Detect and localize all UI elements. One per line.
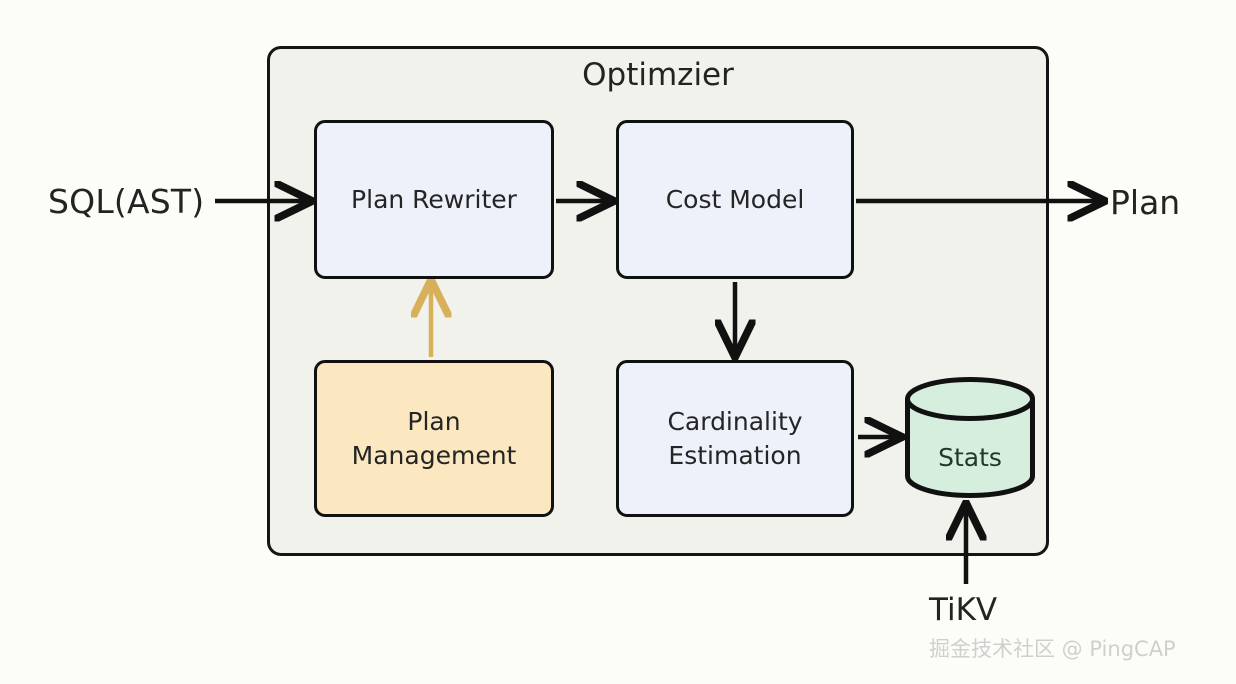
node-cardinality-label-line2: Estimation: [668, 440, 802, 470]
node-plan-rewriter[interactable]: Plan Rewriter: [314, 120, 554, 279]
node-cardinality-estimation[interactable]: Cardinality Estimation: [616, 360, 854, 517]
output-label-plan: Plan: [1110, 183, 1181, 222]
node-plan-management-label: Plan Management: [352, 405, 517, 472]
node-plan-management[interactable]: Plan Management: [314, 360, 554, 517]
node-plan-management-label-line1: Plan: [407, 407, 461, 436]
watermark-text: 掘金技术社区 @ PingCAP: [929, 637, 1176, 661]
stats-database-icon[interactable]: [903, 376, 1037, 499]
optimizer-title: Optimzier: [582, 57, 734, 93]
cylinder-body: [905, 396, 1035, 498]
source-label-tikv: TiKV: [929, 592, 998, 628]
node-plan-management-label-line2: Management: [351, 440, 517, 470]
node-cost-model-label: Cost Model: [665, 184, 805, 214]
input-label-sql-ast: SQL(AST): [48, 182, 205, 221]
cylinder-top: [905, 377, 1035, 421]
node-cardinality-estimation-label: Cardinality Estimation: [667, 405, 802, 472]
node-cardinality-label-line1: Cardinality: [667, 407, 803, 436]
node-plan-rewriter-label: Plan Rewriter: [351, 184, 517, 214]
node-cost-model[interactable]: Cost Model: [616, 120, 854, 279]
